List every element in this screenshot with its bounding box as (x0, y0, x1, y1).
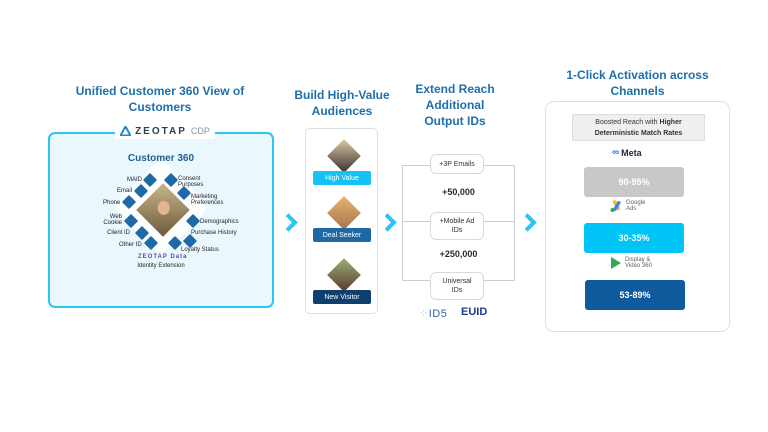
chevron-right-icon (378, 213, 397, 232)
high-value-audience-button[interactable]: High Value (313, 171, 371, 185)
match-rate-banner: Boosted Reach with Higher Deterministic … (572, 114, 705, 141)
zeotap-triangle-icon (120, 126, 132, 136)
google-ads-logo: Google Ads (610, 200, 652, 212)
identity-extension-label: Identity Extension (137, 263, 185, 269)
zeotap-brand: ZEOTAP (135, 125, 187, 137)
attr-label: Client ID (107, 230, 131, 236)
google-ads-icon (610, 200, 621, 212)
id5-logo: ⁘ID5 (419, 308, 448, 320)
zeotap-cdp-suffix: CDP (190, 126, 210, 136)
attr-label: Demographics (200, 219, 239, 225)
new-visitor-audience-button[interactable]: New Visitor (313, 290, 371, 304)
meta-rate-bar: 90-95% (584, 167, 684, 197)
euid-logo: EUID (461, 306, 488, 318)
activation-title: 1-Click Activation across Channels (566, 68, 709, 98)
emails-count: +50,000 (442, 187, 475, 197)
dv360-icon (611, 257, 621, 269)
zeotap-data-logo: ZEOTAP Data (138, 254, 188, 260)
attr-label: Phone (103, 200, 121, 206)
dv360-rate-bar: 53-89% (585, 280, 685, 310)
attr-label: Other ID (119, 242, 142, 248)
attr-label: MAID (127, 177, 142, 183)
customer360-title: Unified Customer 360 View of Customers (75, 84, 245, 114)
attr-label: Email (117, 188, 133, 194)
attr-label: Consent Purposes (178, 176, 204, 188)
deal-seeker-audience-button[interactable]: Deal Seeker (313, 228, 371, 242)
customer360-panel-title: Customer 360 (127, 153, 195, 164)
banner-bold-text: Higher (659, 118, 682, 126)
meta-logo: ∞Meta (612, 147, 642, 158)
attr-label: Loyalty Status (181, 247, 219, 253)
google-ads-rate-bar: 30-35% (584, 223, 684, 253)
audiences-title: Build High-Value Audiences (294, 88, 390, 118)
mobile-ad-ids-pill: +Mobile Ad IDs (430, 212, 484, 240)
chevron-right-icon (518, 213, 537, 232)
reach-title: Extend Reach Additional Output IDs (415, 82, 495, 128)
dv360-logo: Display & Video 360 (611, 257, 661, 269)
universal-ids-pill: Universal IDs (430, 272, 484, 300)
attr-label: Purchase History (191, 230, 237, 236)
banner-regular-text: Boosted Reach with (595, 118, 658, 126)
mobile-ad-count: +250,000 (439, 249, 478, 259)
3p-emails-pill: +3P Emails (430, 154, 484, 174)
attr-label: Web Cookie (103, 214, 122, 226)
meta-infinity-icon: ∞ (612, 147, 620, 158)
zeotap-cdp-logo: ZEOTAP CDP (115, 123, 215, 139)
banner-bold-text-2: Deterministic Match Rates (594, 129, 683, 137)
chevron-right-icon (279, 213, 298, 232)
attr-label: Marketing Preferences (191, 194, 224, 206)
